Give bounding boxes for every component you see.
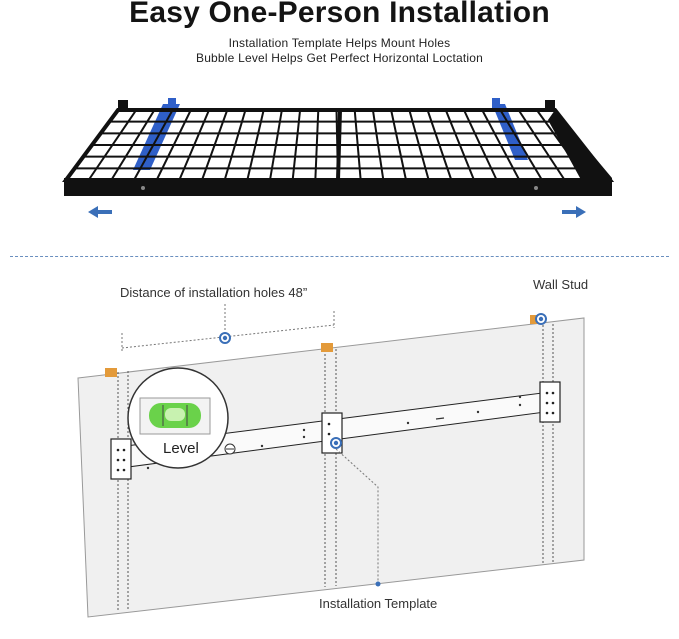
wall-stud-label: Wall Stud — [533, 277, 589, 292]
level-label: Level — [163, 440, 199, 457]
marker-dot-icon — [219, 332, 231, 344]
bubble-level-icon — [127, 367, 229, 469]
template-label: Installation Template — [319, 596, 438, 611]
left-arrow-icon — [88, 206, 112, 218]
distance-label: Distance of installation holes 48” — [120, 285, 308, 300]
section-divider — [10, 256, 669, 257]
shelf-illustration — [62, 98, 615, 218]
page-title: Easy One-Person Installation — [129, 0, 550, 29]
right-arrow-icon — [562, 206, 586, 218]
subtitle-line-1: Installation Template Helps Mount Holes — [228, 36, 451, 50]
subtitle-line-2: Bubble Level Helps Get Perfect Horizonta… — [195, 51, 484, 65]
